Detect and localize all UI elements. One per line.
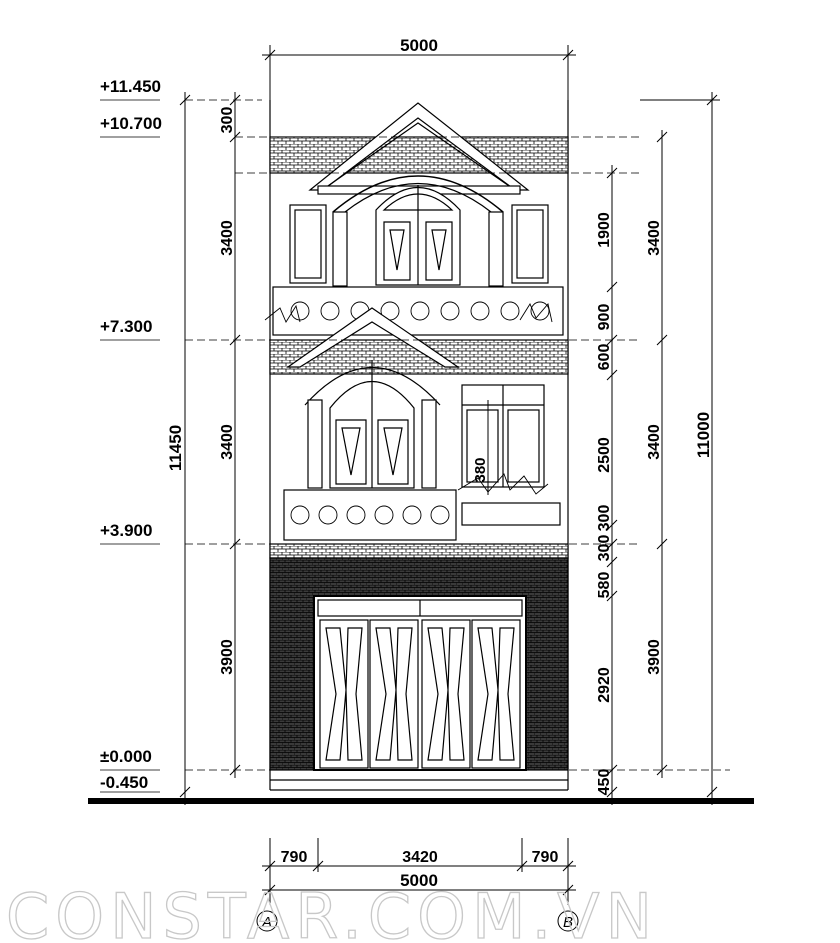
dim-inner-seg: 450 [596,769,613,796]
grid-axis-bubble [557,910,579,932]
dim-inner-seg: 2500 [596,437,613,473]
dim-bottom-right: 790 [532,849,559,866]
dim-outer-seg: 3400 [646,424,663,460]
dim-inner-seg: 580 [596,572,613,599]
top-roof-band [269,136,569,174]
level-label: +7.300 [100,317,152,336]
dimension-texts: 5000 790 3420 790 5000 11450 11000 300 3… [166,36,713,890]
level-label: -0.450 [100,773,148,792]
ground-line [88,798,754,804]
dim-bottom-left: 790 [281,849,308,866]
ground-band [269,543,569,559]
dim-left-total: 11450 [166,425,185,471]
middle-balcony [283,489,457,541]
dim-left-seg: 300 [219,107,236,134]
garage-door-panels [319,619,521,769]
watermark: CONSTAR.COM.VN [6,880,658,943]
dim-inner-seg: 1900 [596,212,613,248]
dim-left-seg: 3400 [219,424,236,460]
grid-axes: A B [256,910,579,932]
dim-inner-seg: 900 [596,304,613,331]
level-label: +11.450 [100,77,161,96]
dim-inner-seg: 300 [596,535,613,562]
dim-inner-seg: 2920 [596,667,613,703]
building-facade [264,100,569,791]
dim-bottom-total: 5000 [400,871,438,890]
dim-outer-seg: 3900 [646,639,663,675]
dim-inner-seg: 300 [596,505,613,532]
level-lines [100,99,730,793]
dim-window-note: 380 [472,457,489,482]
dim-inner-seg: 600 [596,344,613,371]
top-balcony [272,286,564,336]
level-label: ±0.000 [100,747,152,766]
dimension-lines [179,45,720,905]
grid-axis-bubble [256,910,278,932]
dim-outer-seg: 3400 [646,220,663,256]
dim-top-width: 5000 [400,36,438,55]
dim-bottom-middle: 3420 [402,849,438,866]
level-label: +3.900 [100,521,152,540]
dim-right-total: 11000 [694,412,713,458]
grid-axis-label: B [563,914,573,931]
middle-gable [286,307,460,368]
grid-axis-label: A [261,914,272,931]
level-labels: +11.450 +10.700 +7.300 +3.900 ±0.000 -0.… [100,77,162,792]
garage-door [313,595,527,771]
dim-left-seg: 3900 [219,639,236,675]
dim-left-seg: 3400 [219,220,236,256]
level-label: +10.700 [100,114,162,133]
